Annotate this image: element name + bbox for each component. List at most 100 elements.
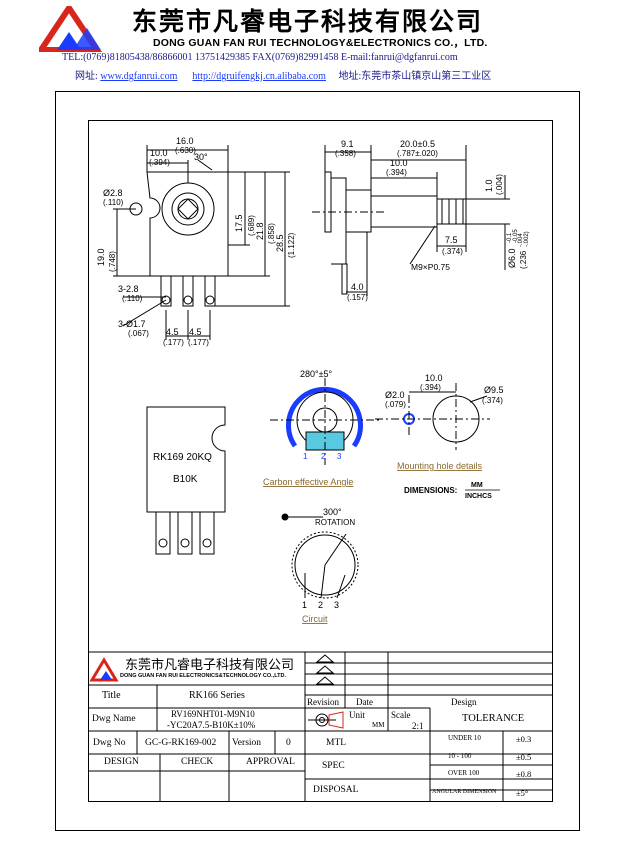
side-view	[312, 145, 510, 296]
dim-text: -.002)	[524, 231, 530, 247]
front-view	[113, 145, 290, 340]
tb-date-label: Date	[356, 697, 373, 707]
dim-text: 4.5	[166, 327, 179, 337]
tb-unit-label: Unit	[349, 710, 366, 720]
terminal-number: 2	[321, 452, 326, 461]
dim-text: 10.0	[390, 158, 408, 168]
dim-text: (.394)	[149, 158, 170, 167]
dim-text: (.067)	[128, 329, 149, 338]
tb-dwg-name-label: Dwg Name	[92, 714, 136, 724]
dim-text: 3-Ø1.7	[118, 319, 146, 329]
dim-text: -0.1	[507, 232, 513, 243]
dim-text: (.748)	[108, 251, 117, 272]
tol-row-value: ±0.8	[516, 769, 532, 779]
dim-units-bottom: INCHCS	[465, 493, 492, 500]
terminal-number: 3	[334, 600, 339, 610]
dim-text: Ø6.0	[507, 248, 517, 268]
dim-text: (.374)	[482, 396, 503, 405]
tol-row-value: ±0.5	[516, 752, 532, 762]
dim-text: (.110)	[122, 294, 143, 303]
title-block-logo	[89, 657, 119, 682]
header-company-en: DONG GUAN FAN RUI TECHNOLOGY&ELECTRONICS…	[153, 37, 488, 49]
dim-text: 21.8	[255, 222, 265, 240]
tol-row-label: ANGULAR DIMENSION	[432, 789, 497, 795]
tol-row-value: ±0.3	[516, 734, 532, 744]
tb-version-label: Version	[232, 738, 262, 748]
company-logo	[39, 6, 102, 52]
terminal-number: 1	[302, 600, 307, 610]
dim-text: -0.05	[513, 229, 519, 243]
tb-scale-value: 2:1	[412, 721, 424, 731]
dim-text: (.858)	[267, 223, 276, 244]
terminal-number: 2	[318, 600, 323, 610]
tb-version-value: 0	[286, 738, 291, 748]
circuit-view	[281, 513, 359, 599]
mount-caption: Mounting hole details	[397, 461, 483, 471]
header-contact: TEL:(0769)81805438/86866001 13751429385 …	[62, 52, 458, 63]
revision-triangles	[315, 654, 335, 685]
dim-text: 28.5	[275, 234, 285, 252]
dim-text: 20.0±0.5	[400, 139, 435, 149]
dim-text: (.157)	[347, 293, 368, 302]
tol-row-label: OVER 100	[448, 769, 480, 777]
dim-text: 10.0	[425, 373, 443, 383]
dim-text: -.004	[518, 233, 524, 247]
dim-text: (.630)	[175, 146, 196, 155]
dim-text: (.394)	[420, 383, 441, 392]
header-company-cn: 东莞市凡睿电子科技有限公司	[132, 7, 484, 36]
dim-text: (.689)	[247, 215, 256, 236]
tol-row-label: UNDER 10	[448, 734, 481, 742]
dim-text: (1.122)	[287, 232, 296, 258]
tb-company-en: DONG GUAN FAN RUI ELECTRONICS&TECHNOLOGY…	[120, 673, 287, 679]
body-view	[146, 406, 226, 555]
angle-label: 280°±5°	[300, 369, 333, 379]
tb-title-label: Title	[102, 690, 121, 701]
dim-text: (.236	[519, 250, 528, 269]
dim-text: 1.0	[484, 179, 494, 192]
address: 地址:东莞市茶山镇京山第三工业区	[338, 71, 492, 82]
dim-units-top: MM	[471, 482, 483, 489]
dim-text: (.079)	[385, 400, 406, 409]
outer-frame	[55, 91, 580, 831]
projection-symbol	[308, 711, 344, 729]
mount-hole-view	[375, 383, 490, 450]
tb-dwg-no-value: GC-G-RK169-002	[145, 738, 217, 748]
dim-text: 19.0	[96, 248, 106, 266]
tb-design-col-label: Design	[451, 697, 477, 707]
terminal-number: 3	[337, 452, 342, 461]
body-label-1: RK169 20KQ	[153, 452, 212, 463]
dim-text: 4.0	[351, 282, 364, 292]
dimensions-label: DIMENSIONS:	[404, 486, 457, 495]
dim-text: 3-2.8	[118, 284, 139, 294]
tb-dwg-name-2: -YC20A7.5-B10K±10%	[167, 720, 256, 730]
carbon-caption: Carbon effective Angle	[263, 477, 353, 487]
body-label-2: B10K	[173, 474, 198, 485]
dim-text: 16.0	[176, 136, 194, 146]
tb-design-label: DESIGN	[104, 757, 139, 767]
dim-text: 30°	[194, 152, 208, 162]
dim-text: M9×P0.75	[411, 262, 450, 272]
dim-text: Ø2.0	[385, 390, 405, 400]
drawing-frame	[88, 120, 553, 802]
carbon-angle-view	[270, 378, 380, 465]
web-link-1[interactable]: www.dgfanrui.com	[100, 71, 178, 82]
dim-text: (.177)	[188, 338, 209, 347]
rotation-label: ROTATION	[315, 518, 355, 527]
dim-text: (.394)	[386, 168, 407, 177]
tb-revision-label: Revision	[307, 697, 340, 707]
tb-tolerance-label: TOLERANCE	[462, 713, 525, 724]
dim-text: Ø9.5	[484, 385, 504, 395]
web-link-2[interactable]: http://dgruifengkj.cn.alibaba.com	[192, 71, 326, 82]
tb-scale-label: Scale	[391, 710, 411, 720]
dim-text: 7.5	[445, 235, 458, 245]
dim-text: 4.5	[189, 327, 202, 337]
rotation-degrees: 300°	[323, 507, 342, 517]
dim-text: Ø2.8	[103, 188, 123, 198]
dim-text: 17.5	[234, 214, 244, 232]
tol-row-value: ±5°	[516, 788, 529, 798]
tb-dwg-no-label: Dwg No	[93, 738, 126, 748]
dim-text: (.004)	[495, 174, 504, 195]
tb-unit-value: MM	[372, 721, 385, 729]
title-block-grid	[88, 651, 553, 802]
